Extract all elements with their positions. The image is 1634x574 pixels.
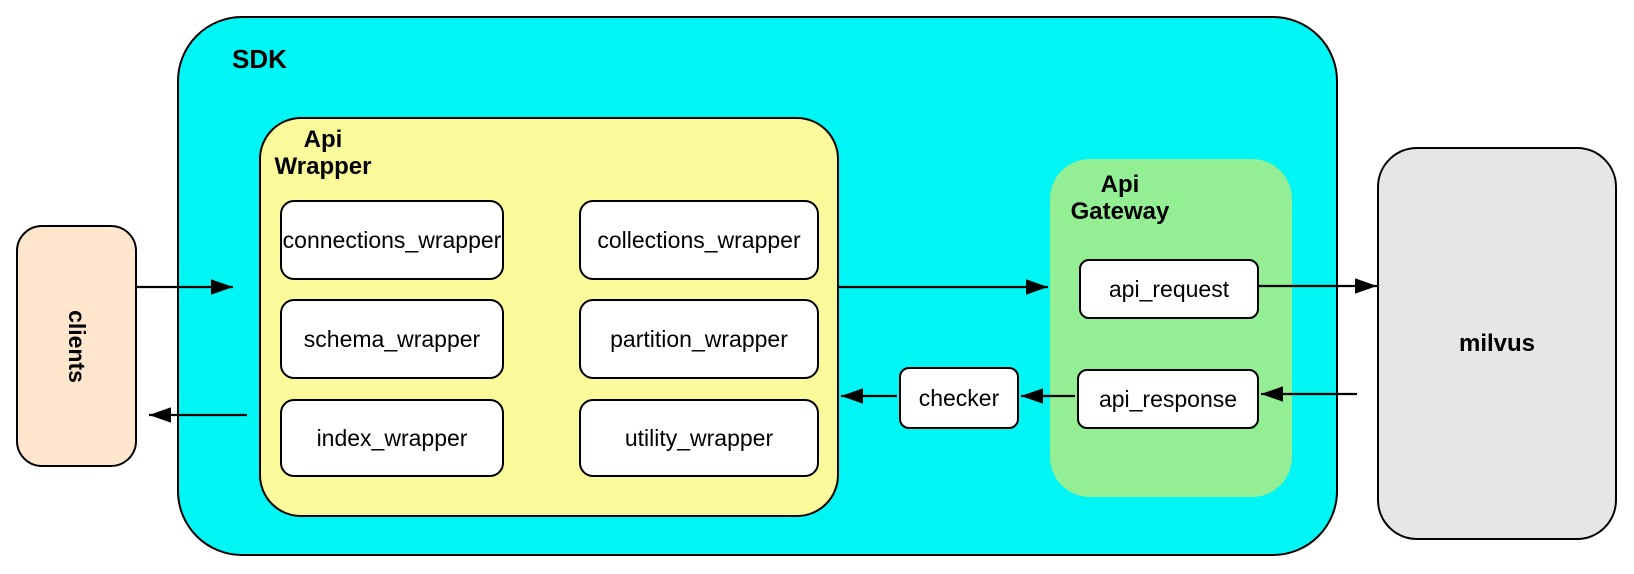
api-wrapper-label: Api Wrapper (263, 126, 383, 180)
sdk-label: SDK (232, 44, 287, 74)
api-gateway-label-line1: Api (1100, 171, 1140, 198)
node-api-request: api_request (1079, 259, 1259, 319)
api-gateway-container: Api Gateway api_request api_response (1050, 159, 1292, 497)
node-utility-wrapper: utility_wrapper (579, 399, 819, 477)
node-partition-wrapper: partition_wrapper (579, 299, 819, 379)
api-wrapper-container: Api Wrapper connections_wrapper collecti… (259, 117, 839, 517)
node-connections-wrapper: connections_wrapper (280, 200, 504, 280)
milvus-node: milvus (1377, 147, 1617, 540)
node-index-wrapper: index_wrapper (280, 399, 504, 477)
api-wrapper-label-line1: Api (303, 126, 343, 153)
checker-node: checker (899, 367, 1019, 429)
api-wrapper-label-line2: Wrapper (274, 153, 372, 180)
clients-label: clients (64, 309, 90, 383)
sdk-container: SDK Api Wrapper connections_wrapper coll… (177, 16, 1338, 556)
node-api-response: api_response (1077, 369, 1259, 429)
api-gateway-label-line2: Gateway (1070, 198, 1170, 225)
clients-node: clients (16, 225, 137, 467)
node-collections-wrapper: collections_wrapper (579, 200, 819, 280)
api-gateway-label: Api Gateway (1050, 171, 1190, 225)
node-schema-wrapper: schema_wrapper (280, 299, 504, 379)
